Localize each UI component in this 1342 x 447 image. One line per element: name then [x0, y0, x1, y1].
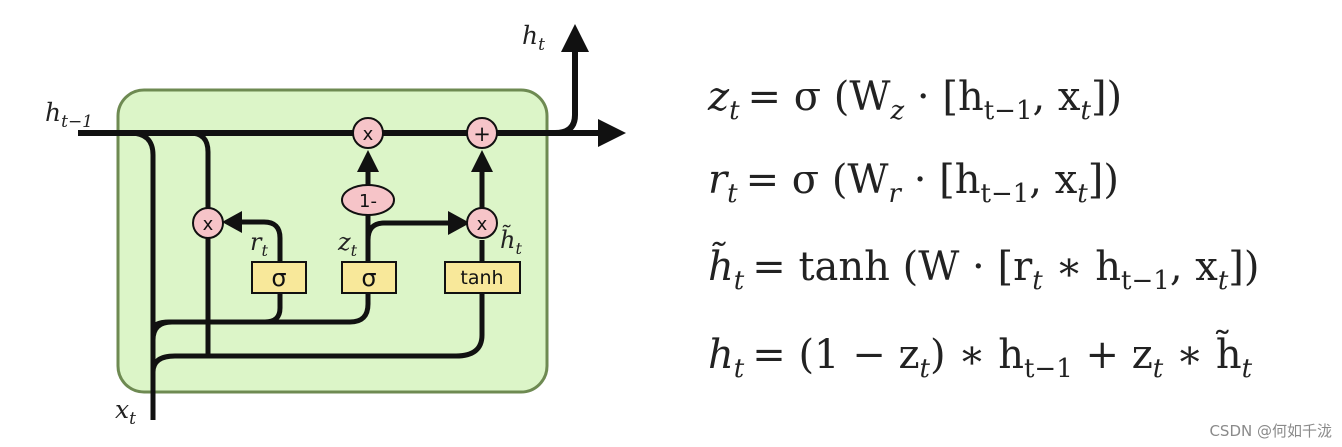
- update-gate-to-candidate-mult: [365, 220, 452, 241]
- candidate-multiply-op: x: [466, 207, 498, 239]
- label-h-out: ht: [522, 21, 545, 55]
- equation-reset-gate: rt= σ (Wr · [ht−1, xt]): [708, 157, 1119, 209]
- label-h-prev: ht−1: [45, 98, 93, 132]
- oneminus-to-top-arrowhead: [357, 150, 379, 172]
- label-r: rt: [250, 228, 268, 260]
- label-x-in: xt: [115, 395, 136, 429]
- hprev-to-gates-line: [129, 130, 156, 340]
- one-minus-glyph: 1-: [359, 191, 377, 212]
- one-minus-op: 1-: [341, 184, 395, 216]
- output-line: [554, 50, 578, 136]
- equation-hidden-state: ht= (1 − zt) ∗ ht−1 + zt ∗ h̃t: [708, 329, 1253, 384]
- reset-gate-arrow: [238, 219, 283, 262]
- add-op: +: [466, 117, 498, 149]
- watermark: CSDN @何如千泷: [1209, 422, 1332, 440]
- candidate-tanh-box: tanh: [444, 261, 521, 294]
- update-gate-sigma-box: σ: [341, 261, 397, 294]
- top-multiply-glyph: x: [363, 124, 374, 145]
- reset-multiply-glyph: x: [203, 214, 214, 235]
- equation-update-gate: zt= σ (Wz · [ht−1, xt]): [707, 74, 1122, 126]
- candidate-multiply-glyph: x: [477, 214, 488, 235]
- reset-multiply-op: x: [192, 207, 224, 239]
- candidate-gate-label: tanh: [460, 267, 503, 289]
- label-h-tilde: h̃t: [500, 225, 522, 258]
- label-z: zt: [337, 228, 358, 260]
- gru-cell-box: [116, 88, 549, 394]
- equation-candidate: h̃t= tanh (W · [rt ∗ ht−1, xt]): [708, 241, 1260, 296]
- update-gate-label: σ: [361, 264, 376, 292]
- equation-list: zt= σ (Wz · [ht−1, xt]) rt= σ (Wr · [ht−…: [707, 74, 1260, 384]
- reset-gate-sigma-box: σ: [251, 261, 307, 294]
- reset-gate-arrowhead: [222, 211, 242, 233]
- add-glyph: +: [473, 122, 491, 146]
- top-multiply-op: x: [352, 117, 384, 149]
- candidate-to-add-arrowhead: [471, 150, 493, 172]
- output-arrowhead: [561, 24, 589, 52]
- update-to-candidate-arrowhead: [448, 211, 470, 235]
- hprev-to-reset-mult-line: [189, 130, 211, 208]
- input-to-candidate-line: [150, 294, 485, 373]
- hidden-state-arrowhead: [598, 119, 626, 147]
- reset-gate-label: σ: [271, 264, 286, 292]
